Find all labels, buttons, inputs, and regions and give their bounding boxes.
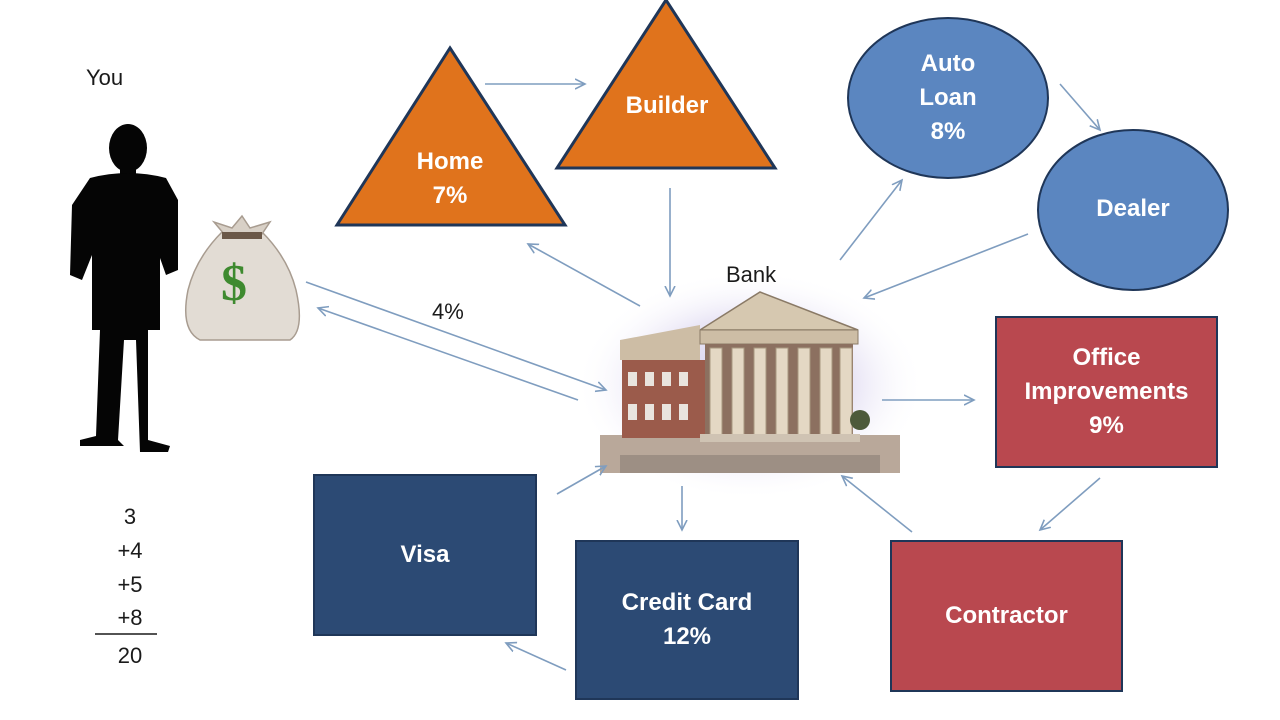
deposit-rate-label: 4%: [432, 299, 464, 324]
auto-loan-rate: 8%: [930, 118, 966, 145]
builder-label: Builder: [625, 92, 709, 119]
arrow-visa-to-bank: [556, 466, 606, 495]
arrow-creditcard-to-visa: [506, 643, 567, 671]
sum-line-2: +4: [117, 538, 143, 563]
auto-loan-label: Auto Loan 8%: [878, 47, 1018, 149]
home-rate: 7%: [432, 182, 468, 209]
you-label: You: [86, 65, 124, 90]
visa-box: Visa: [313, 474, 537, 636]
arrow-dealer-to-bank: [864, 233, 1029, 298]
money-bag-icon: $: [185, 214, 301, 341]
home-triangle: [334, 45, 568, 227]
auto-loan-line2: Loan: [919, 84, 977, 111]
dealer-label: Dealer: [1096, 195, 1170, 222]
contractor-name: Contractor: [945, 602, 1068, 629]
arrow-bank-to-home: [528, 244, 641, 307]
credit-card-rate: 12%: [662, 623, 712, 650]
office-line1: Office: [1072, 344, 1141, 371]
sum-line-3: +5: [117, 572, 143, 597]
sum-total: 20: [117, 643, 143, 668]
arrow-office-to-contractor: [1040, 477, 1101, 530]
bank-label: Bank: [726, 262, 777, 287]
person-silhouette-icon: [70, 124, 178, 452]
office-line2: Improvements: [1024, 378, 1189, 405]
arrow-autoloan-to-dealer: [1059, 83, 1100, 130]
office-improvements-box: Office Improvements 9%: [995, 316, 1218, 468]
visa-name: Visa: [400, 541, 450, 568]
home-name: Home: [416, 148, 484, 175]
arrow-bank-to-you: [318, 308, 579, 401]
arrow-you-to-bank: [305, 281, 606, 390]
auto-loan-circle: [847, 17, 1049, 179]
arrow-bank-to-autoloan: [839, 180, 902, 261]
auto-loan-line1: Auto: [920, 50, 976, 77]
bank-building-icon: [575, 270, 925, 500]
home-label: Home 7%: [380, 145, 520, 213]
dealer-circle: [1037, 129, 1229, 291]
svg-text:$: $: [221, 255, 247, 312]
flow-arrows: [305, 83, 1101, 671]
arrow-contractor-to-bank: [842, 476, 913, 533]
contractor-box: Contractor: [890, 540, 1123, 692]
credit-card-name: Credit Card: [621, 589, 753, 616]
office-rate: 9%: [1089, 412, 1124, 439]
builder-triangle: [554, 0, 778, 170]
credit-card-box: Credit Card 12%: [575, 540, 799, 700]
sum-line-4: +8: [117, 605, 143, 630]
sum-line-1: 3: [123, 504, 137, 529]
